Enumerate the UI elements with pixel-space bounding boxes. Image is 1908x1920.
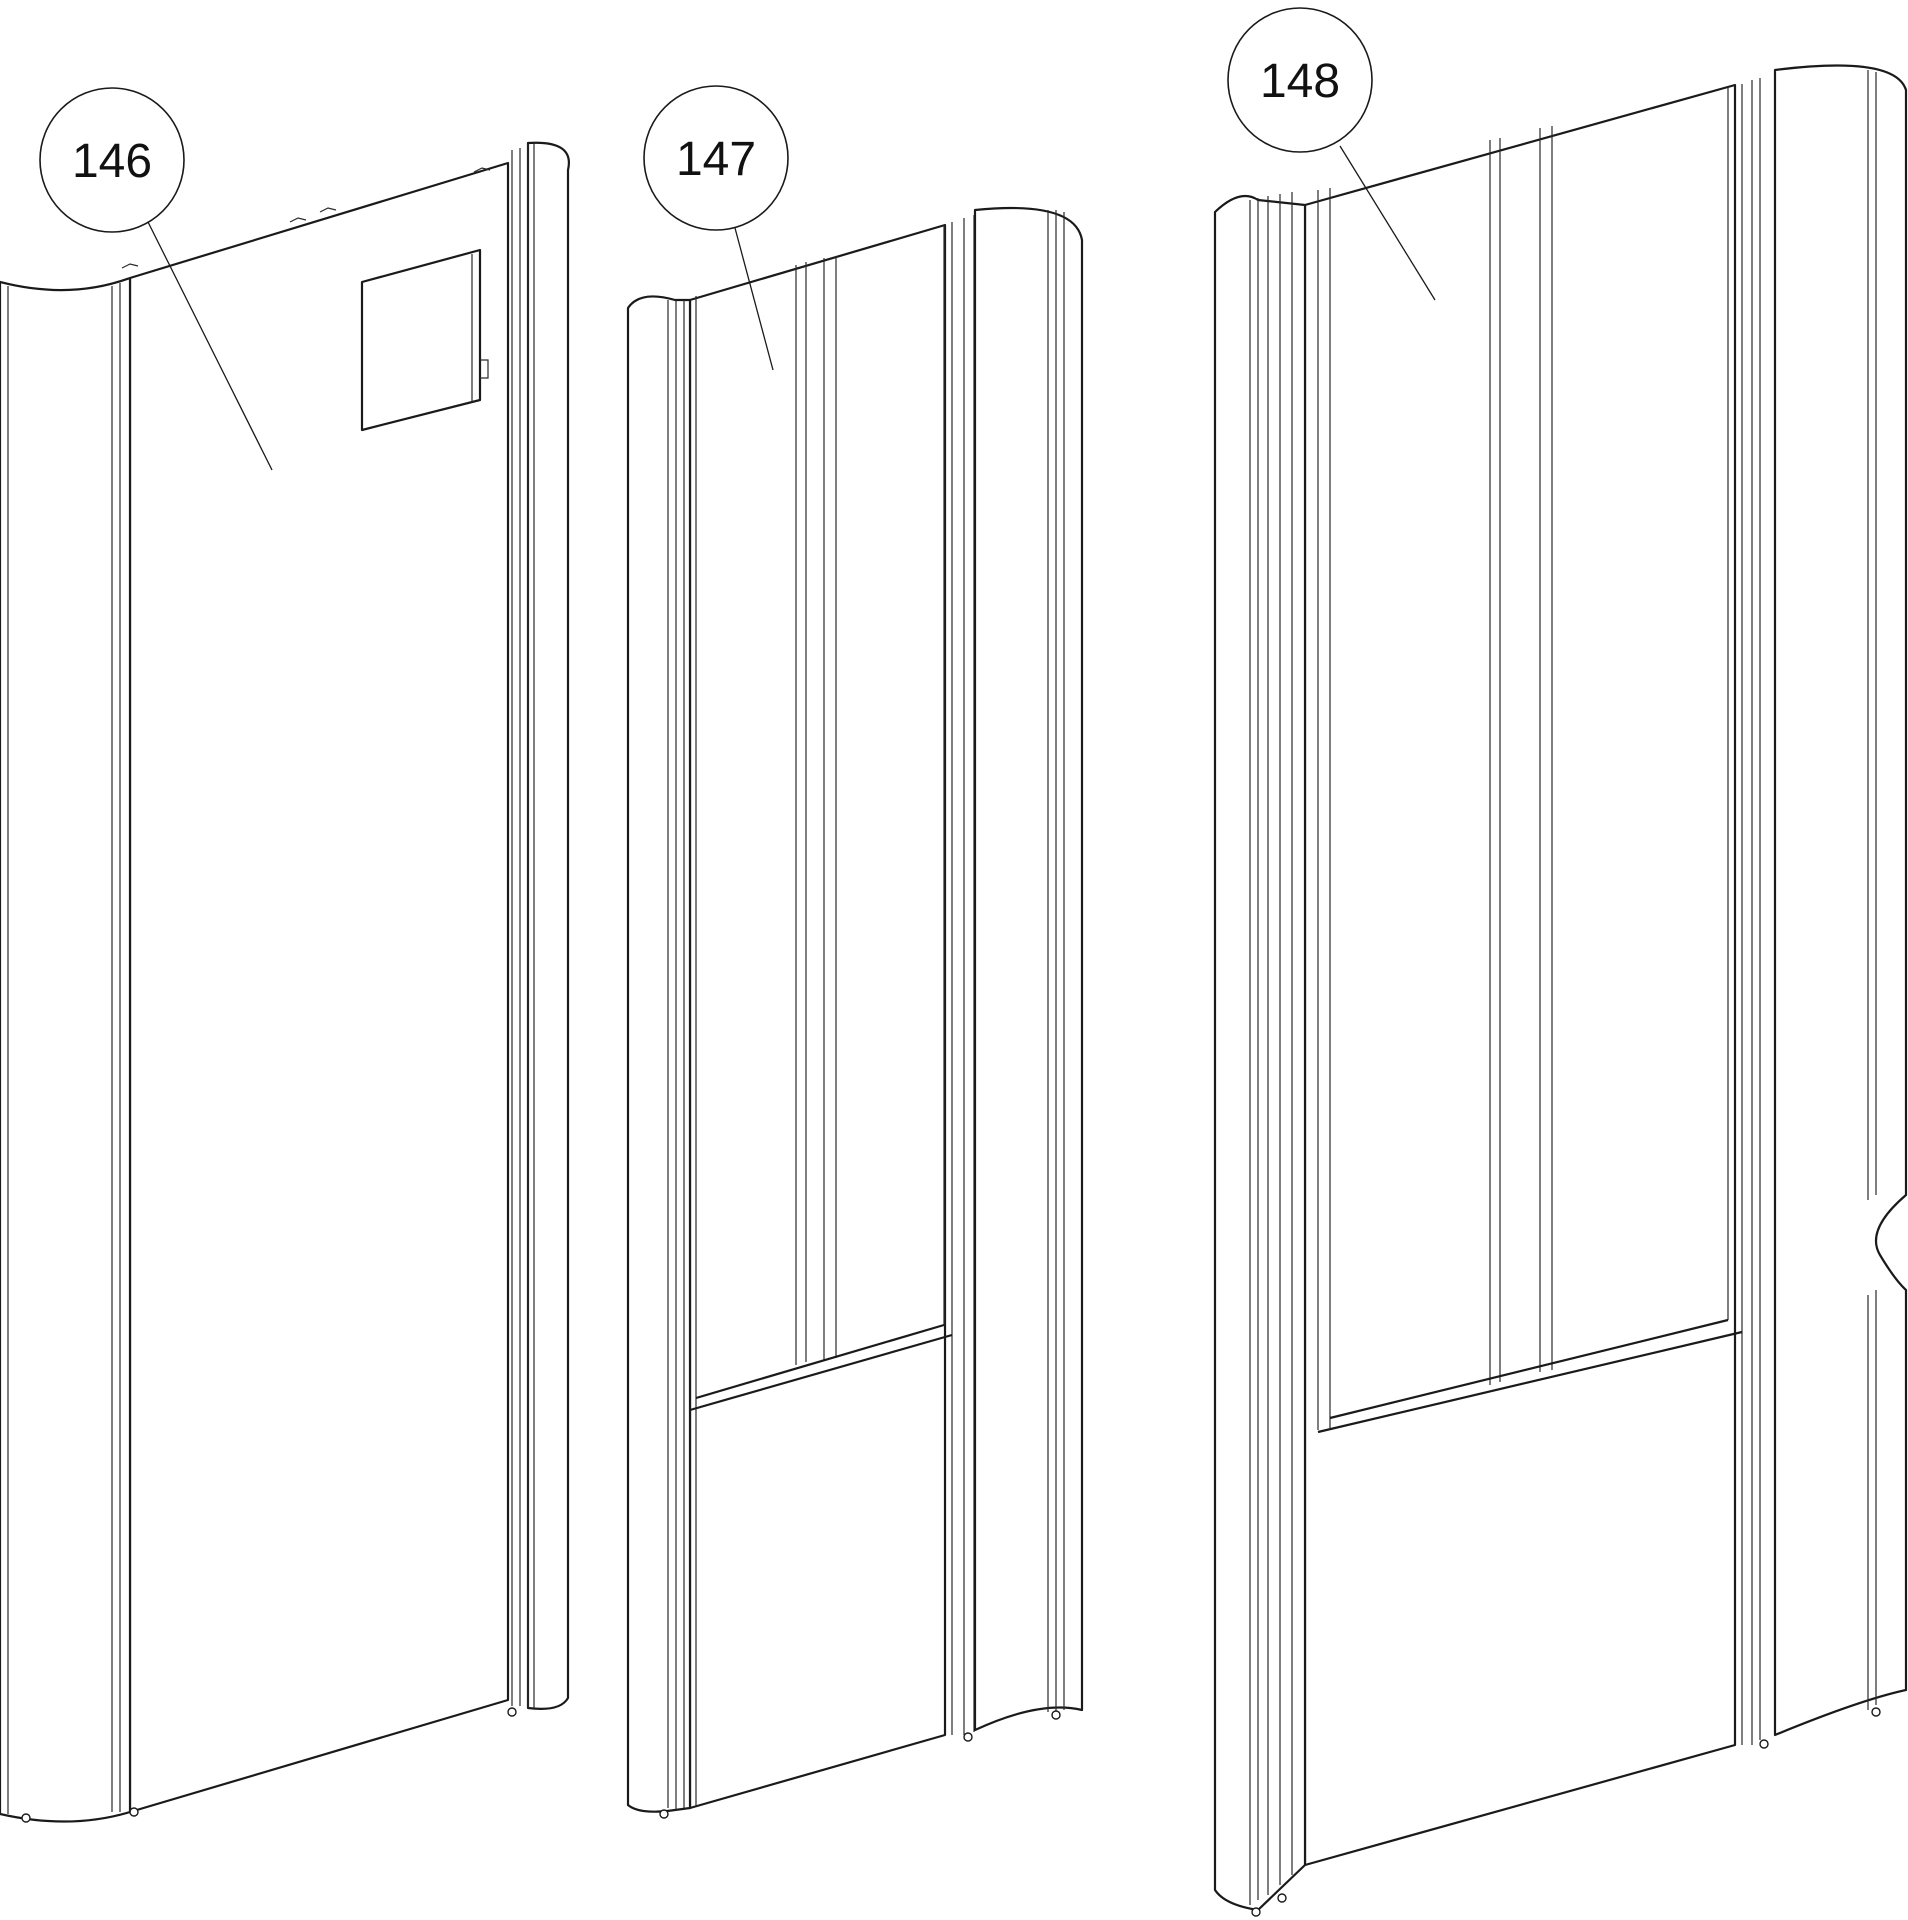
leader-147 [734, 227, 774, 371]
panel-148 [1213, 64, 1908, 1917]
callout-146: 146 [39, 87, 185, 233]
leader-146 [147, 221, 273, 471]
callout-147-label: 147 [676, 133, 756, 186]
panel-147 [626, 206, 1084, 1819]
callout-147: 147 [643, 85, 789, 231]
callout-148: 148 [1227, 7, 1373, 153]
leader-148 [1339, 145, 1436, 301]
callout-146-label: 146 [72, 135, 152, 188]
callout-148-label: 148 [1260, 55, 1340, 108]
panel-146 [0, 141, 570, 1823]
